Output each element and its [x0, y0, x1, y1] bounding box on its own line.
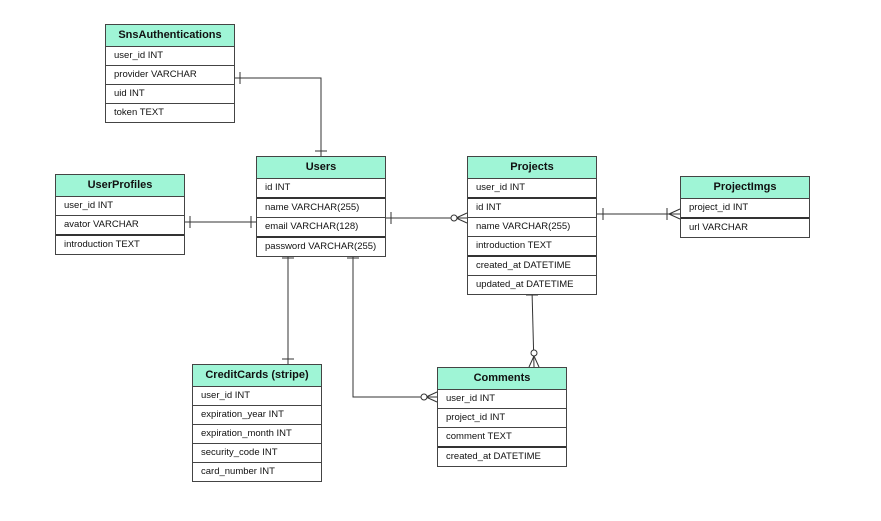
- field-row: card_number INT: [201, 466, 275, 477]
- field-row: expiration_year INT: [193, 406, 321, 425]
- field-row: updated_at DATETIME: [476, 279, 574, 290]
- field-row: project_id INT: [438, 409, 566, 428]
- field-row: id INT: [257, 179, 385, 199]
- crow-foot: [668, 208, 681, 215]
- relation-users-comments: [352, 253, 437, 398]
- entity-project-imgs[interactable]: ProjectImgs project_id INT url VARCHAR: [680, 176, 810, 238]
- field-row: security_code INT: [193, 444, 321, 463]
- field-row: password VARCHAR(255): [265, 241, 377, 252]
- entity-title: CreditCards (stripe): [193, 365, 321, 387]
- field-row: project_id INT: [681, 199, 809, 219]
- field-row: user_id INT: [193, 387, 321, 406]
- field-row: avator VARCHAR: [56, 216, 184, 236]
- field-row: user_id INT: [56, 197, 184, 216]
- field-row: user_id INT: [106, 47, 234, 66]
- zero-marker: [530, 349, 538, 357]
- relation-users-sns: [235, 77, 322, 156]
- field-row: name VARCHAR(255): [468, 218, 596, 237]
- field-row: email VARCHAR(128): [257, 218, 385, 238]
- entity-title: UserProfiles: [56, 175, 184, 197]
- entity-sns-authentications[interactable]: SnsAuthentications user_id INT provider …: [105, 24, 235, 123]
- crow-foot: [533, 355, 540, 368]
- field-row: comment TEXT: [438, 428, 566, 448]
- entity-comments[interactable]: Comments user_id INT project_id INT comm…: [437, 367, 567, 467]
- entity-title: Comments: [438, 368, 566, 390]
- field-row: created_at DATETIME: [446, 451, 541, 462]
- crow-foot: [528, 355, 535, 368]
- crow-foot: [455, 212, 468, 219]
- crow-foot: [425, 391, 438, 398]
- field-row: user_id INT: [438, 390, 566, 409]
- field-row: uid INT: [106, 85, 234, 104]
- entity-title: ProjectImgs: [681, 177, 809, 199]
- entity-credit-cards[interactable]: CreditCards (stripe) user_id INT expirat…: [192, 364, 322, 482]
- zero-marker: [450, 214, 458, 222]
- field-row: id INT: [468, 199, 596, 218]
- crow-foot: [455, 217, 468, 224]
- field-row: introduction TEXT: [64, 239, 140, 250]
- entity-title: Projects: [468, 157, 596, 179]
- entity-projects[interactable]: Projects user_id INT id INT name VARCHAR…: [467, 156, 597, 295]
- field-row: url VARCHAR: [689, 222, 748, 233]
- entity-title: Users: [257, 157, 385, 179]
- field-row: created_at DATETIME: [468, 257, 596, 276]
- field-row: name VARCHAR(255): [257, 199, 385, 218]
- entity-user-profiles[interactable]: UserProfiles user_id INT avator VARCHAR …: [55, 174, 185, 255]
- zero-marker: [420, 393, 428, 401]
- field-row: user_id INT: [468, 179, 596, 199]
- entity-users[interactable]: Users id INT name VARCHAR(255) email VAR…: [256, 156, 386, 257]
- field-row: introduction TEXT: [468, 237, 596, 257]
- crow-foot: [668, 213, 681, 220]
- entity-title: SnsAuthentications: [106, 25, 234, 47]
- field-row: expiration_month INT: [193, 425, 321, 444]
- field-row: token TEXT: [114, 107, 164, 118]
- crow-foot: [425, 396, 438, 403]
- field-row: provider VARCHAR: [106, 66, 234, 85]
